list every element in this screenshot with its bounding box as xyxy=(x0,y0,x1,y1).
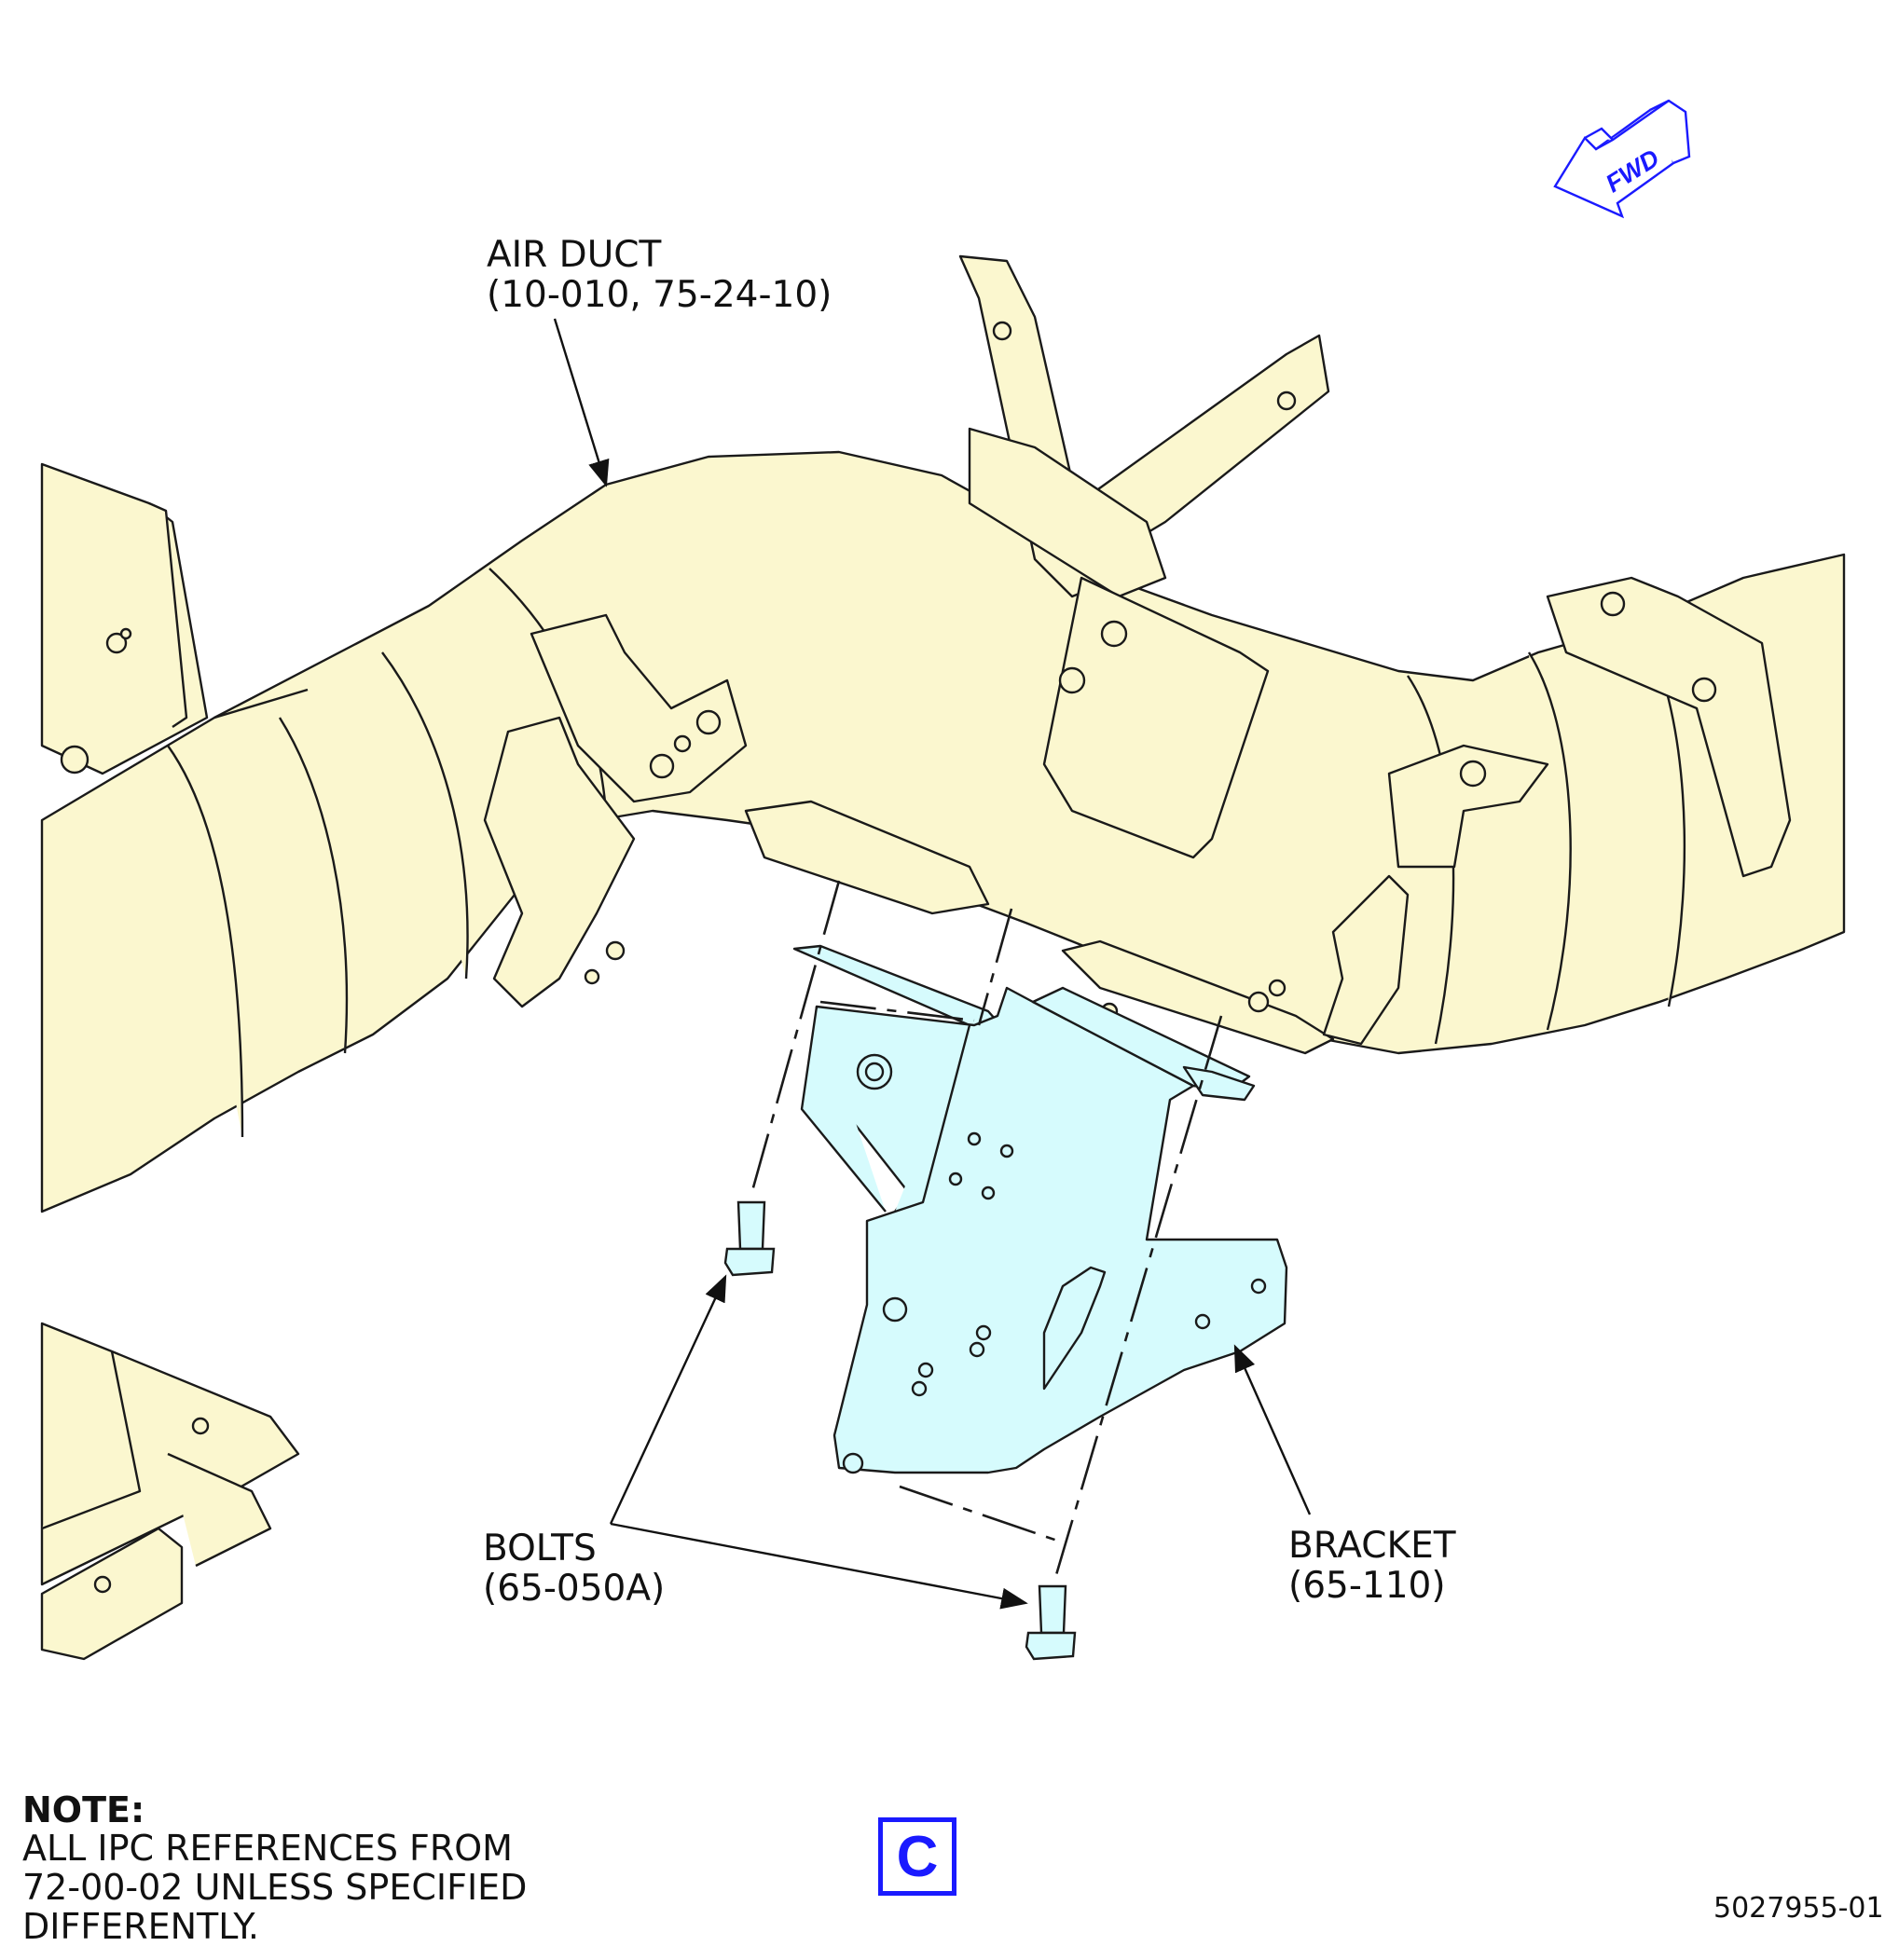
air-duct-ref: (10-010, 75-24-10) xyxy=(487,274,832,316)
note-line: DIFFERENTLY. xyxy=(22,1906,259,1947)
bolts-ref: (65-050A) xyxy=(483,1568,666,1610)
center-collar-bracket xyxy=(744,800,990,915)
note-heading: NOTE: xyxy=(22,1789,145,1830)
clamp-side-tab xyxy=(1042,576,1270,859)
right-collar-tab xyxy=(1322,874,1410,1046)
air-duct-label: AIR DUCT (10-010, 75-24-10) xyxy=(487,235,832,315)
leader-arrow-icon xyxy=(553,318,1312,1610)
bracket-left-ear xyxy=(1182,1065,1256,1102)
view-letter-box: C xyxy=(878,1817,956,1896)
note-line: 72-00-02 UNLESS SPECIFIED xyxy=(22,1867,528,1908)
figure-number: 5027955-01 xyxy=(1713,1892,1884,1925)
duct-fastener-holes xyxy=(60,321,1717,1594)
bracket-ref: (65-110) xyxy=(1288,1565,1446,1607)
bracket-slot xyxy=(1042,1266,1107,1391)
left-upper-plate xyxy=(40,462,209,775)
bracket-label: BRACKET (65-110) xyxy=(1288,1526,1456,1606)
alignment-lines xyxy=(749,880,1223,1585)
air-duct-assembly xyxy=(40,254,1846,1661)
bracket-holes xyxy=(842,1053,1267,1474)
view-letter: C xyxy=(896,1824,939,1889)
bolts-name: BOLTS xyxy=(483,1528,597,1569)
right-lower-tab xyxy=(1387,744,1549,869)
duct-left-tab xyxy=(530,613,748,803)
top-clamp-plate xyxy=(968,427,1167,598)
bolt-icon xyxy=(723,1200,776,1277)
note-line: ALL IPC REFERENCES FROM xyxy=(22,1828,513,1869)
duct-lower-tab xyxy=(483,716,636,1008)
right-collar-bracket xyxy=(1061,939,1335,1055)
air-duct-name: AIR DUCT xyxy=(487,234,662,276)
note-body: ALL IPC REFERENCES FROM 72-00-02 UNLESS … xyxy=(22,1829,527,1946)
bolt-icon xyxy=(1025,1584,1077,1661)
bolts-label: BOLTS (65-050A) xyxy=(483,1528,665,1609)
bracket-name: BRACKET xyxy=(1288,1525,1456,1567)
bracket-part xyxy=(792,944,1288,1474)
fwd-arrow-icon xyxy=(1553,99,1691,219)
left-bottom-clip xyxy=(40,1527,184,1661)
right-end-bracket xyxy=(1546,576,1792,878)
